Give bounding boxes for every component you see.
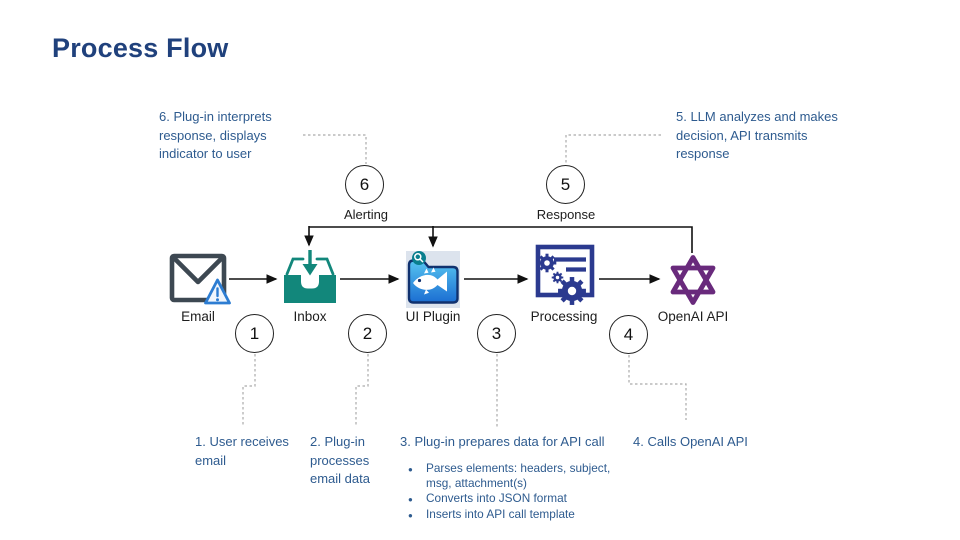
step-label-alerting: Alerting	[343, 207, 389, 222]
node-label-inbox: Inbox	[293, 309, 327, 324]
bullet-item: Inserts into API call template	[400, 507, 615, 523]
magnifier-badge-icon	[412, 251, 426, 265]
inbox-icon	[284, 250, 336, 303]
step-circle-6: 6	[345, 165, 384, 204]
step-number: 4	[623, 324, 634, 344]
processing-gears-icon	[535, 244, 595, 305]
fish-glyph	[413, 267, 447, 295]
openai-logo-icon	[670, 255, 716, 305]
node-label-processing: Processing	[530, 309, 598, 324]
dotted-connectors	[242, 134, 687, 427]
step-number: 6	[359, 174, 370, 194]
ui-plugin-icon	[406, 251, 460, 308]
step-circle-5: 5	[546, 165, 585, 204]
step-note-5: 5. LLM analyzes and makes decision, API …	[676, 109, 838, 161]
step-circle-1: 1	[235, 314, 274, 353]
step-note-1: 1. User receives email	[195, 434, 289, 468]
feedback-line	[304, 226, 693, 253]
page-title: Process Flow	[52, 33, 229, 63]
bullet-item: Parses elements: headers, subject, msg, …	[400, 461, 615, 491]
node-label-ui-plugin: UI Plugin	[405, 309, 461, 324]
bullet-item: Converts into JSON format	[400, 491, 615, 507]
step-number: 3	[491, 323, 502, 343]
step-note-3: 3. Plug-in prepares data for API call	[400, 434, 605, 449]
step-note-6: 6. Plug-in interprets response, displays…	[159, 109, 272, 161]
step-note-2: 2. Plug-in processes email data	[310, 434, 370, 486]
node-label-openai: OpenAI API	[657, 309, 729, 324]
step-note-4: 4. Calls OpenAI API	[633, 434, 748, 449]
step3-bullet-list: Parses elements: headers, subject, msg, …	[400, 461, 615, 523]
step-label-response: Response	[536, 207, 596, 222]
step-number: 5	[560, 174, 571, 194]
step-circle-4: 4	[609, 315, 648, 354]
node-label-email: Email	[181, 309, 215, 324]
step-circle-2: 2	[348, 314, 387, 353]
step-circle-3: 3	[477, 314, 516, 353]
step-number: 2	[362, 323, 373, 343]
step-number: 1	[249, 323, 260, 343]
email-warning-icon	[169, 253, 231, 305]
